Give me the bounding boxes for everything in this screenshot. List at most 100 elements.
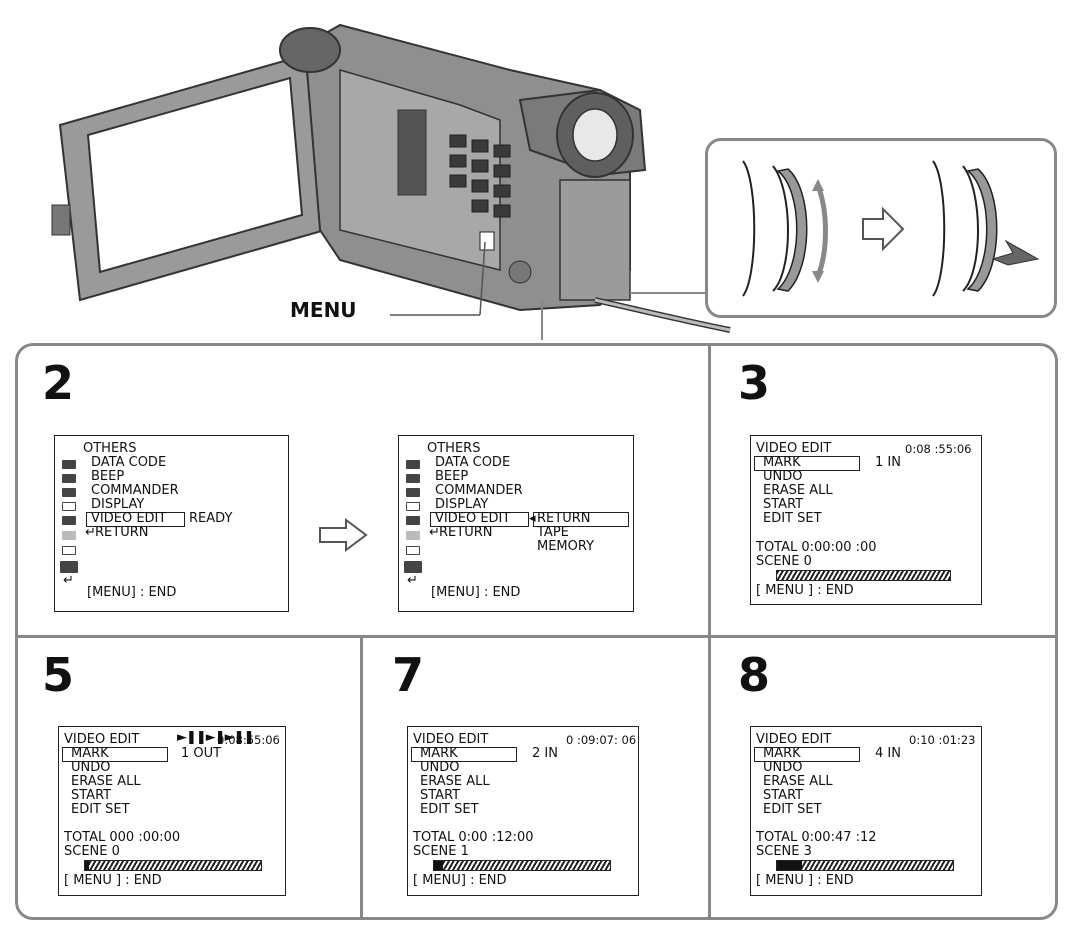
camera-icon <box>62 516 76 525</box>
timecode: 0:08 :55:06 <box>905 442 972 456</box>
tape-set-icon <box>406 531 420 540</box>
menu-item-commander: COMMANDER <box>91 483 179 498</box>
selection-box <box>86 512 185 527</box>
edit-progress-fill <box>777 861 802 870</box>
camera-set-icon <box>62 460 76 469</box>
menu-item-edit-set: EDIT SET <box>71 802 130 817</box>
menu-item-edit-set: EDIT SET <box>420 802 479 817</box>
menu-item-beep: BEEP <box>435 469 469 484</box>
setup-icon <box>62 546 76 555</box>
setup-icon <box>406 546 420 555</box>
tape-set-icon <box>62 531 76 540</box>
timecode: 0 :09:07: 06 <box>566 733 637 747</box>
menu-item-erase-all: ERASE ALL <box>763 483 833 498</box>
mark-selection-box <box>62 747 168 762</box>
camera-icon <box>406 516 420 525</box>
step8-video-edit-screen: VIDEO EDIT 0:10 :01:23 MARK 4 IN UNDO ER… <box>750 726 982 896</box>
menu-title: OTHERS <box>83 441 137 456</box>
menu-item-return: RETURN <box>439 525 493 540</box>
submenu-pointer-icon: ◂ <box>529 511 536 526</box>
menu-item-erase-all: ERASE ALL <box>71 774 141 789</box>
total-time: TOTAL 000 :00:00 <box>64 830 181 845</box>
scene-count: SCENE 1 <box>413 844 469 859</box>
edit-progress-bar <box>433 860 611 871</box>
step7-video-edit-screen: VIDEO EDIT 0 :09:07: 06 MARK 2 IN UNDO E… <box>407 726 639 896</box>
edit-progress-bar <box>776 860 954 871</box>
step5-video-edit-screen: VIDEO EDIT ►❚❚►❚►❚❚ 0:08:55:06 MARK 1 OU… <box>58 726 286 896</box>
screen-footer: [ MENU ] : END <box>64 873 162 888</box>
memory-set-icon <box>406 502 420 511</box>
step2-menu-screen-a: OTHERS DATA CODE BEEP COMMANDER DISPLAY … <box>54 435 289 612</box>
menu-item-undo: UNDO <box>71 760 111 775</box>
lcd-set-icon <box>62 488 76 497</box>
screen-footer: [ MENU ] : END <box>756 873 854 888</box>
menu-item-mark: MARK <box>763 455 801 470</box>
menu-item-undo: UNDO <box>420 760 460 775</box>
edit-progress-bar <box>84 860 262 871</box>
screen-title: VIDEO EDIT <box>756 441 832 456</box>
step-number-5: 5 <box>42 648 75 702</box>
menu-item-video-edit: VIDEO EDIT <box>435 511 511 526</box>
menu-item-start: START <box>420 788 461 803</box>
menu-item-start: START <box>763 788 804 803</box>
menu-item-display: DISPLAY <box>91 497 145 512</box>
menu-item-erase-all: ERASE ALL <box>420 774 490 789</box>
mark-selection-box <box>754 747 860 762</box>
step-number-8: 8 <box>738 648 771 702</box>
return-icon: ↵ <box>63 573 74 588</box>
menu-item-mark: MARK <box>420 746 458 761</box>
menu-item-display: DISPLAY <box>435 497 489 512</box>
timecode: 0:10 :01:23 <box>909 733 976 747</box>
step-number-3: 3 <box>738 356 771 410</box>
menu-item-edit-set: EDIT SET <box>763 802 822 817</box>
selection-box <box>430 512 529 527</box>
control-dial-icon <box>742 160 1040 297</box>
total-time: TOTAL 0:00:00 :00 <box>756 540 877 555</box>
scene-count: SCENE 3 <box>756 844 812 859</box>
submenu-item-tape: TAPE <box>537 525 569 540</box>
menu-button-label: MENU <box>290 298 357 322</box>
menu-item-value: READY <box>189 511 233 526</box>
mark-selection-box <box>411 747 517 762</box>
menu-item-mark: MARK <box>71 746 109 761</box>
menu-item-beep: BEEP <box>91 469 125 484</box>
menu-item-erase-all: ERASE ALL <box>763 774 833 789</box>
submenu-selection-box <box>533 512 629 527</box>
menu-item-commander: COMMANDER <box>435 483 523 498</box>
step-number-7: 7 <box>392 648 425 702</box>
menu-item-return: RETURN <box>95 525 149 540</box>
edit-progress-fill <box>434 861 443 870</box>
menu-item-start: START <box>71 788 112 803</box>
next-arrow-icon <box>319 518 368 552</box>
screen-title: VIDEO EDIT <box>64 732 140 747</box>
return-icon: ↵ <box>407 573 418 588</box>
screen-footer: [ MENU ] : END <box>756 583 854 598</box>
step3-video-edit-screen: VIDEO EDIT 0:08 :55:06 MARK 1 IN UNDO ER… <box>750 435 982 605</box>
menu-item-mark: MARK <box>763 746 801 761</box>
mark-value: 4 IN <box>875 746 901 761</box>
menu-item-undo: UNDO <box>763 760 803 775</box>
camcorder-illustration <box>51 23 731 340</box>
total-time: TOTAL 0:00:47 :12 <box>756 830 877 845</box>
menu-footer: [MENU] : END <box>87 585 177 600</box>
submenu-item-return: RETURN <box>537 511 591 526</box>
camera-set-icon <box>406 460 420 469</box>
screen-title: VIDEO EDIT <box>756 732 832 747</box>
return-arrow-icon: ↵ <box>429 525 440 540</box>
mark-value: 2 IN <box>532 746 558 761</box>
menu-item-undo: UNDO <box>763 469 803 484</box>
menu-item-start: START <box>763 497 804 512</box>
menu-footer: [MENU] : END <box>431 585 521 600</box>
menu-item-data-code: DATA CODE <box>91 455 167 470</box>
edit-progress-fill <box>85 861 89 870</box>
etc-icon <box>404 561 422 573</box>
menu-item-data-code: DATA CODE <box>435 455 511 470</box>
step-number-2: 2 <box>42 356 75 410</box>
vcr-set-icon <box>406 474 420 483</box>
vcr-set-icon <box>62 474 76 483</box>
menu-title: OTHERS <box>427 441 481 456</box>
scene-count: SCENE 0 <box>64 844 120 859</box>
menu-item-edit-set: EDIT SET <box>763 511 822 526</box>
memory-set-icon <box>62 502 76 511</box>
scene-count: SCENE 0 <box>756 554 812 569</box>
